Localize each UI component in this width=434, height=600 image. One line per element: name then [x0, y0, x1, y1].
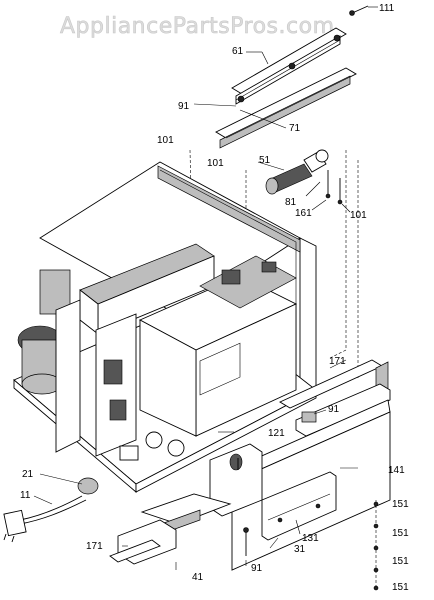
part-label-91-mid: 91	[328, 404, 340, 415]
part-label-11: 11	[20, 490, 31, 501]
part-label-101-c: 101	[350, 210, 367, 221]
part-label-121: 121	[268, 428, 285, 439]
part-label-151-c: 151	[392, 556, 409, 567]
part-label-151-a: 151	[392, 499, 409, 510]
part-label-61: 61	[232, 46, 244, 57]
power-cord	[3, 473, 99, 543]
part-label-91-top: 91	[178, 101, 190, 112]
part-label-31: 31	[294, 544, 306, 555]
top-rail-assembly	[215, 5, 369, 149]
part-label-91-bottom: 91	[251, 563, 263, 574]
part-label-131: 131	[302, 533, 319, 544]
part-label-151-d: 151	[392, 582, 409, 593]
part-label-101-a: 101	[157, 135, 174, 146]
part-label-151-b: 151	[392, 528, 409, 539]
part-label-71: 71	[289, 123, 301, 134]
part-label-51: 51	[259, 155, 271, 166]
part-label-101-b: 101	[207, 158, 224, 169]
main-cabinet	[13, 161, 317, 493]
bottom-brackets	[109, 458, 337, 565]
part-labels: 111 61 91 71 101 101 51 81 161 101 171 9…	[20, 3, 409, 593]
part-label-81: 81	[285, 197, 297, 208]
handle-assembly	[265, 149, 343, 205]
watermark-text: AppliancePartsPros.com	[60, 14, 335, 39]
screw-column	[373, 500, 379, 591]
part-label-111: 111	[379, 3, 395, 14]
part-label-141: 141	[388, 465, 405, 476]
part-label-171-right: 171	[329, 356, 346, 367]
part-label-41: 41	[192, 572, 204, 583]
part-label-171-left: 171	[86, 541, 103, 552]
part-label-161: 161	[295, 208, 312, 219]
part-label-21: 21	[22, 469, 34, 480]
